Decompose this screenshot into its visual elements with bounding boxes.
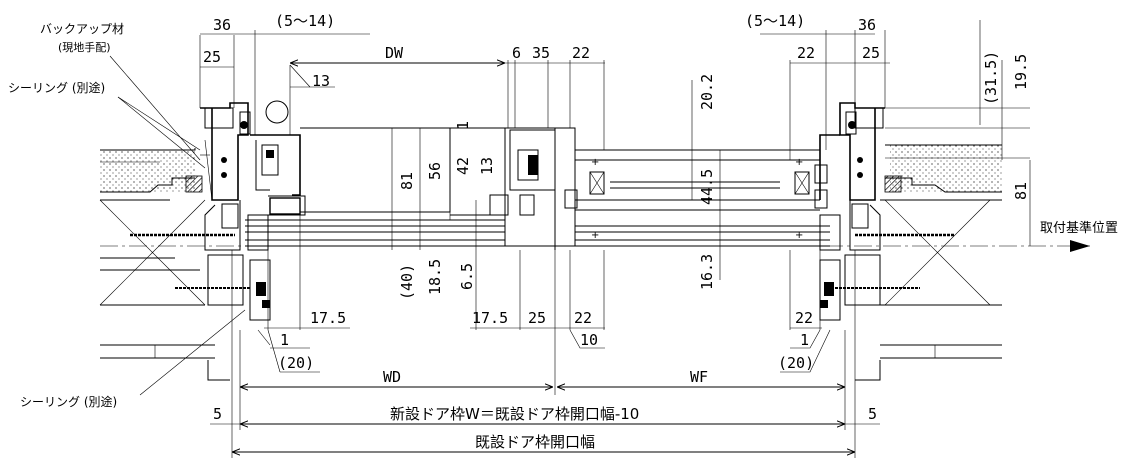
dim-new-frame-width: 新設ドア枠W＝既設ドア枠開口幅-10	[390, 405, 639, 423]
dim-wd: WD	[383, 368, 401, 386]
dim-81-left: 81	[398, 172, 416, 190]
mounting-reference-label: 取付基準位置	[1040, 220, 1118, 236]
dim-5-14-right: (5～14)	[745, 12, 805, 30]
dim-5-14-left: (5～14)	[275, 12, 335, 30]
left-frame-section	[185, 100, 306, 321]
dim-22-top-right: 22	[797, 44, 815, 62]
dim-13-top: 13	[312, 72, 330, 90]
backup-material-sub-label: (現地手配)	[58, 40, 111, 54]
dim-18-5: 18.5	[426, 259, 444, 295]
dim-6-5: 6.5	[458, 263, 476, 290]
dim-1-vert: 1	[454, 121, 472, 130]
dim-36-right: 36	[858, 16, 876, 34]
svg-text:+: +	[591, 157, 599, 168]
dim-19-5: 19.5	[1012, 54, 1030, 90]
dim-22-bottom-a: 22	[574, 309, 592, 327]
svg-text:+: +	[591, 230, 599, 241]
sealing-bottom-label: シーリング (別途)	[20, 394, 117, 409]
dim-22-top-left: 22	[572, 44, 590, 62]
svg-text:+: +	[795, 157, 803, 168]
backup-material-label: バックアップ材	[40, 22, 124, 36]
dim-5-left: 5	[213, 405, 222, 423]
dim-81-right: 81	[1012, 182, 1030, 200]
door-leaf-section: + + + +	[245, 127, 830, 250]
left-annotations: バックアップ材 (現地手配) シーリング (別途) シーリング (別途)	[8, 22, 246, 409]
dim-44-5: 44.5	[698, 169, 716, 205]
dim-5-right: 5	[868, 405, 877, 423]
dim-6: 6	[512, 44, 521, 62]
dim-35: 35	[532, 44, 550, 62]
dim-1-bottom-b: 1	[800, 331, 809, 349]
dim-existing-opening: 既設ドア枠開口幅	[475, 433, 595, 451]
overall-dimensions: WD WF 新設ドア枠W＝既設ドア枠開口幅-10 既設ドア枠開口幅 5 5	[210, 250, 880, 458]
dim-20-2: 20.2	[698, 74, 716, 110]
top-dimensions-left: 36 (5～14) 25 DW 6 35 22 13	[199, 12, 605, 150]
dim-25-left: 25	[203, 48, 221, 66]
dim-10: 10	[580, 331, 598, 349]
vertical-dimensions: 1 42 13 56 81 (40) 18.5 6.5 20.2 44.5 16…	[391, 74, 1031, 300]
dim-36-left: 36	[213, 16, 231, 34]
dim-20-a: (20)	[278, 354, 314, 372]
sealing-top-label: シーリング (別途)	[8, 80, 105, 95]
dim-13-vert: 13	[478, 157, 496, 175]
dim-17-5-b: 17.5	[472, 309, 508, 327]
mounting-reference-line: 取付基準位置	[100, 220, 1118, 252]
dim-25-bottom: 25	[528, 309, 546, 327]
anchor-screws	[130, 233, 955, 289]
dim-25-right: 25	[862, 44, 880, 62]
right-frame-section	[819, 102, 902, 321]
dim-31-5: (31.5)	[982, 51, 1000, 105]
dim-22-bottom-b: 22	[795, 309, 813, 327]
left-wall-structure	[99, 148, 230, 381]
dim-dw: DW	[385, 44, 404, 62]
dim-42: 42	[454, 157, 472, 175]
dim-56: 56	[426, 162, 444, 180]
bottom-dimensions: 17.5 17.5 25 22 10 1 (20) 22 1 (20)	[257, 215, 831, 373]
dim-1-bottom-a: 1	[280, 331, 289, 349]
dim-wf: WF	[690, 368, 708, 386]
dim-17-5-a: 17.5	[310, 309, 346, 327]
dim-20-b: (20)	[778, 354, 814, 372]
right-wall-structure	[855, 144, 1002, 381]
svg-text:+: +	[795, 230, 803, 241]
dim-16-3: 16.3	[698, 254, 716, 290]
top-dimensions-right: (5～14) 36 22 25 (31.5) 19.5	[745, 12, 1030, 160]
dim-40: (40)	[398, 264, 416, 300]
